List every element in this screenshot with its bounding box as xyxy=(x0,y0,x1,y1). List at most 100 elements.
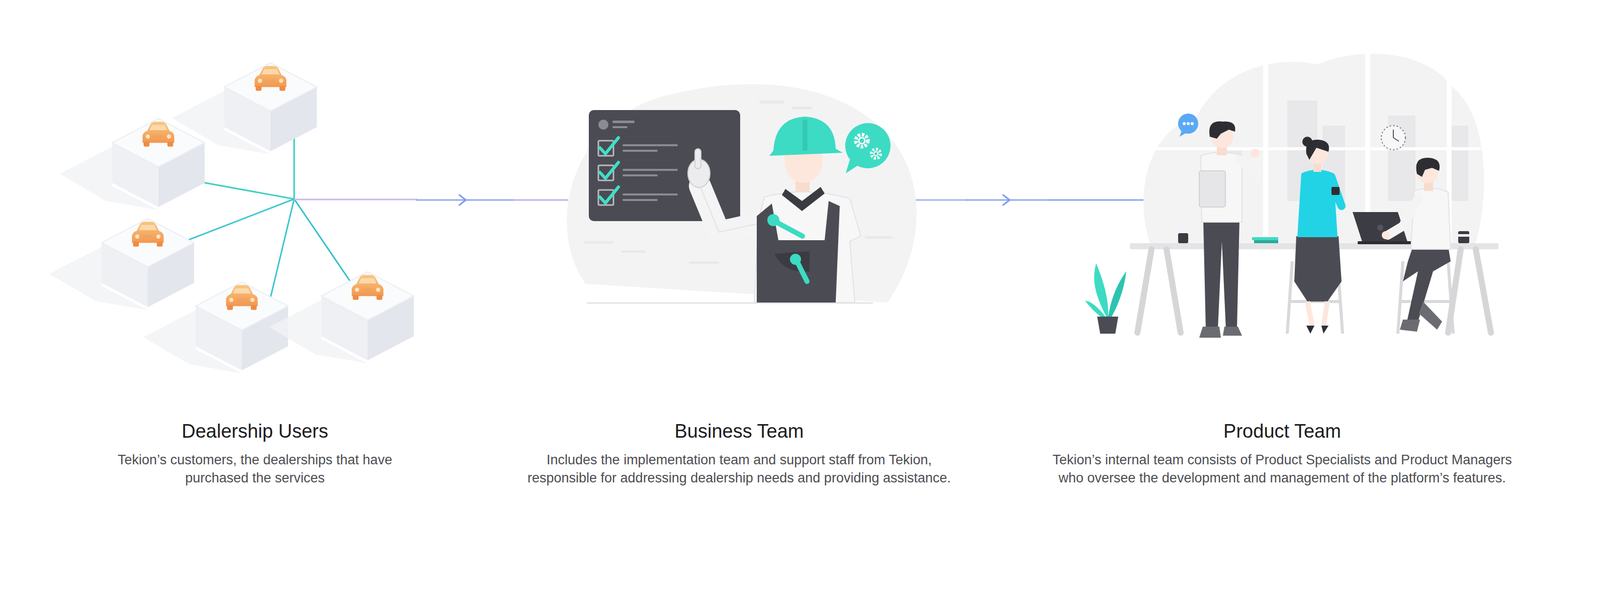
team-illustration-part xyxy=(1199,121,1260,338)
team-illustration-part xyxy=(1179,130,1187,137)
worker-illustration-part-part xyxy=(622,168,678,171)
hub-line xyxy=(294,199,418,201)
team-illustration-part-part xyxy=(1250,148,1260,158)
worker-illustration-part-part xyxy=(688,261,720,264)
worker-illustration xyxy=(566,84,917,304)
worker-illustration-part xyxy=(694,148,701,169)
worker-illustration-part-part xyxy=(622,144,678,147)
dealer-cube xyxy=(49,218,195,311)
worker-illustration-part xyxy=(871,149,881,159)
worker-illustration-part xyxy=(858,137,865,144)
worker-illustration-part-part xyxy=(599,187,619,204)
team-illustration-part-part xyxy=(1263,60,1269,247)
team-illustration-part-part xyxy=(1137,249,1152,333)
team-illustration-part-part xyxy=(1415,157,1440,177)
dealer-cube xyxy=(269,272,414,364)
arrow-head xyxy=(1003,195,1010,206)
worker-illustration-part-part xyxy=(622,149,658,152)
worker-illustration-part-part xyxy=(599,162,619,179)
column-title: Business Team xyxy=(512,419,966,443)
team-illustration-part xyxy=(1108,271,1127,318)
spoke-lines-part xyxy=(185,199,295,242)
spoke-lines xyxy=(185,131,352,298)
flow-line xyxy=(511,199,569,202)
team-illustration-part xyxy=(1097,316,1119,334)
team-illustration-part xyxy=(1178,113,1199,134)
worker-illustration-part-part xyxy=(864,236,893,239)
arrow-head xyxy=(459,195,467,206)
column-title: Product Team xyxy=(1050,419,1514,443)
team-illustration-part xyxy=(1254,240,1279,244)
worker-illustration-part xyxy=(845,159,859,174)
worker-illustration-part xyxy=(855,134,868,147)
team-illustration-part xyxy=(1190,122,1194,126)
team-illustration-part-part xyxy=(1448,249,1461,333)
team-illustration-part-part xyxy=(1418,301,1443,330)
team-illustration-part xyxy=(1381,125,1406,150)
team-illustration-part-part xyxy=(1294,236,1342,302)
worker-illustration-part xyxy=(789,253,802,265)
team-illustration-part-part xyxy=(1331,187,1340,196)
team-illustration-part xyxy=(1216,100,1469,202)
worker-illustration-part-part xyxy=(620,250,647,253)
team-illustration-part-part xyxy=(1199,170,1226,208)
worker-illustration-part xyxy=(873,151,878,156)
column-node: Dealership UsersTekion’s customers, the … xyxy=(94,50,416,488)
worker-illustration-part xyxy=(566,84,917,303)
worker-illustration-part-part xyxy=(622,193,678,196)
team-illustration-part-part xyxy=(1203,220,1240,330)
team-illustration-part xyxy=(1393,129,1399,142)
worker-illustration-part xyxy=(796,261,808,282)
team-illustration-part-part xyxy=(1475,249,1491,333)
dealer-cube xyxy=(59,118,205,211)
team-illustration-part xyxy=(1252,237,1279,241)
worker-illustration-part xyxy=(612,126,628,129)
column-description: Tekion’s internal team consists of Produ… xyxy=(1050,451,1514,488)
spoke-lines-part xyxy=(189,180,295,200)
dealership-network xyxy=(49,62,418,374)
worker-illustration-part xyxy=(774,221,803,237)
flow-connector xyxy=(415,195,513,206)
team-illustration-part xyxy=(1178,233,1189,244)
worker-illustration-part xyxy=(802,119,808,151)
team-illustration-part xyxy=(1377,224,1384,231)
column-node: Business TeamIncludes the implementation… xyxy=(512,50,966,488)
team-illustration-part-part xyxy=(1307,301,1328,327)
worker-illustration-part-part xyxy=(759,100,785,104)
team-illustration-part-part xyxy=(1222,326,1242,336)
column-node: Product TeamTekion’s internal team consi… xyxy=(1050,50,1514,488)
worker-illustration-part xyxy=(769,116,843,156)
team-illustration-part xyxy=(1458,231,1470,244)
team-illustration-part-part xyxy=(1400,300,1451,304)
worker-illustration-part-part xyxy=(622,199,658,202)
team-illustration-part-part xyxy=(1209,121,1235,139)
worker-illustration-part xyxy=(612,120,635,124)
team-illustration-part xyxy=(1381,157,1451,332)
flow-connector xyxy=(965,195,1051,206)
team-illustration-part-part xyxy=(1381,231,1390,240)
worker-illustration-part xyxy=(598,119,609,130)
team-illustration-part-part xyxy=(1166,249,1181,333)
worker-illustration-part xyxy=(767,214,780,227)
team-illustration-part-part xyxy=(1302,136,1313,147)
column-description: Tekion’s customers, the dealerships that… xyxy=(94,451,416,488)
dealer-cube xyxy=(143,282,289,374)
column-title: Dealership Users xyxy=(94,419,416,443)
worker-illustration-part xyxy=(754,192,861,303)
spoke-lines-part xyxy=(270,199,295,298)
team-illustration-part xyxy=(1458,234,1470,237)
worker-illustration-part xyxy=(756,201,840,303)
team-illustration-part-part xyxy=(1306,325,1329,334)
team-illustration-part-part xyxy=(1399,319,1420,332)
worker-illustration-part-part xyxy=(791,106,813,110)
team-illustration-part-part xyxy=(1199,326,1221,338)
team-illustration-part xyxy=(1294,136,1342,334)
worker-illustration-part xyxy=(622,144,678,202)
worker-illustration-part xyxy=(774,251,810,273)
column-description: Includes the implementation team and sup… xyxy=(512,451,966,488)
spoke-lines-part xyxy=(294,199,352,285)
team-illustration xyxy=(1085,50,1499,338)
